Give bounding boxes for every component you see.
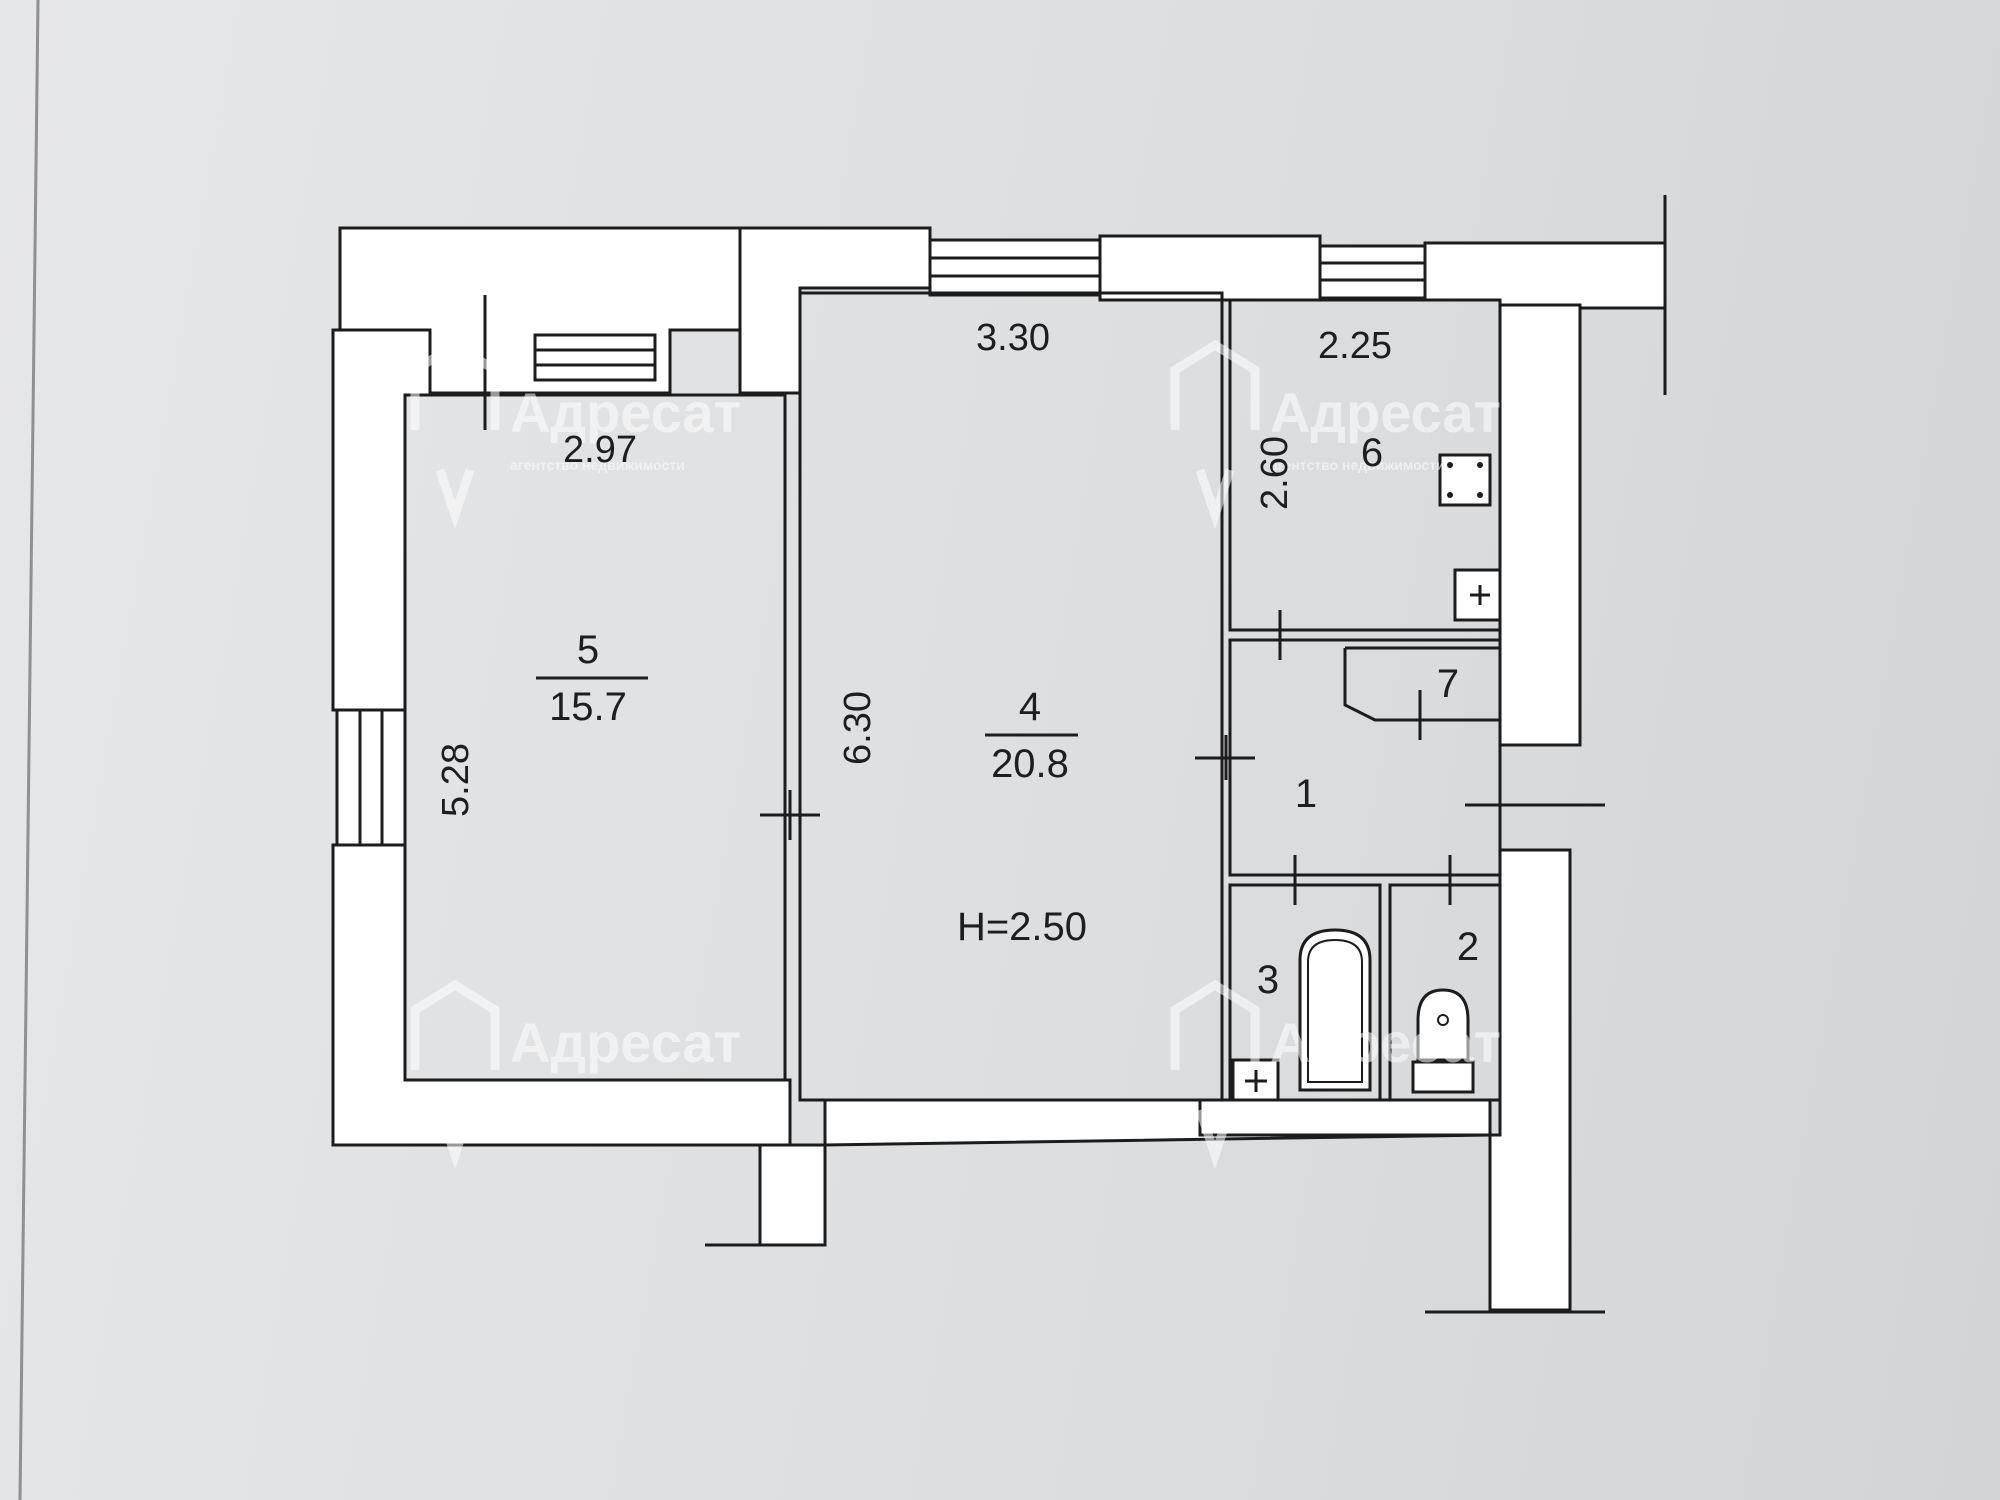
room-6-width: 2.25 xyxy=(1318,325,1392,367)
rooms xyxy=(403,291,1502,1102)
window-top-room5 xyxy=(533,333,657,382)
wall-top-right xyxy=(1423,241,1667,310)
room-6-number: 6 xyxy=(1361,431,1383,475)
watermark-group: Адресат агентство недвижимости Адресат а… xyxy=(410,339,1501,1170)
room-7-outline xyxy=(1343,646,1502,722)
wall-right-lower xyxy=(1488,848,1572,1312)
windows xyxy=(335,238,1427,847)
watermark-brand-1: Адресат xyxy=(510,381,741,444)
room-6-length: 2.60 xyxy=(1254,436,1296,510)
kitchen-sink-icon xyxy=(1453,568,1502,622)
wall-top-room4-left xyxy=(738,226,932,395)
wall-right-upper xyxy=(1498,303,1582,747)
room-5-area: 15.7 xyxy=(549,685,627,729)
wall-left-lower xyxy=(331,843,792,1147)
watermark-brand-3: Адресат xyxy=(510,1011,741,1074)
labels: 5 15.7 2.97 5.28 4 20.8 3.30 6.30 H=2.50… xyxy=(435,317,1479,1002)
watermark-tagline-2: агентство недвижимости xyxy=(1270,457,1445,473)
watermark-brand-2: Адресат xyxy=(1270,381,1501,444)
room-7-number: 7 xyxy=(1437,662,1459,706)
page-edge-line xyxy=(18,0,40,1500)
room-2-outline xyxy=(1388,883,1502,1102)
wall-top-middle xyxy=(1098,234,1322,302)
window-left-room5 xyxy=(335,708,407,847)
room-6-outline xyxy=(1228,298,1502,632)
room-3-number: 3 xyxy=(1257,958,1279,1002)
room-1-outline xyxy=(1228,638,1502,877)
watermark-logo-icon xyxy=(410,339,1260,1170)
watermark-brand-4: Адресат xyxy=(1270,1011,1501,1074)
room-1-number: 1 xyxy=(1295,772,1317,816)
ceiling-height: H=2.50 xyxy=(957,905,1087,949)
window-top-room4 xyxy=(928,238,1102,297)
fixtures xyxy=(1231,453,1502,1102)
wall-bottom-right xyxy=(1198,1098,1492,1137)
window-top-room6 xyxy=(1318,244,1427,300)
room-5-number: 5 xyxy=(577,628,599,672)
room-2-number: 2 xyxy=(1457,925,1479,969)
room-5-length: 5.28 xyxy=(435,743,477,817)
bathtub-icon xyxy=(1298,928,1372,1092)
room-4-length: 6.30 xyxy=(837,691,879,765)
room-4-width: 3.30 xyxy=(976,317,1050,359)
wall-bottom-leg xyxy=(758,1143,827,1247)
room-5-width: 2.97 xyxy=(563,429,637,471)
door-ticks xyxy=(760,610,1605,905)
room-4-number: 4 xyxy=(1019,685,1041,729)
stove-icon xyxy=(1438,453,1492,507)
watermark-tagline-1: агентство недвижимости xyxy=(510,457,685,473)
room-4-area: 20.8 xyxy=(991,742,1069,786)
toilet-icon xyxy=(1411,988,1475,1094)
